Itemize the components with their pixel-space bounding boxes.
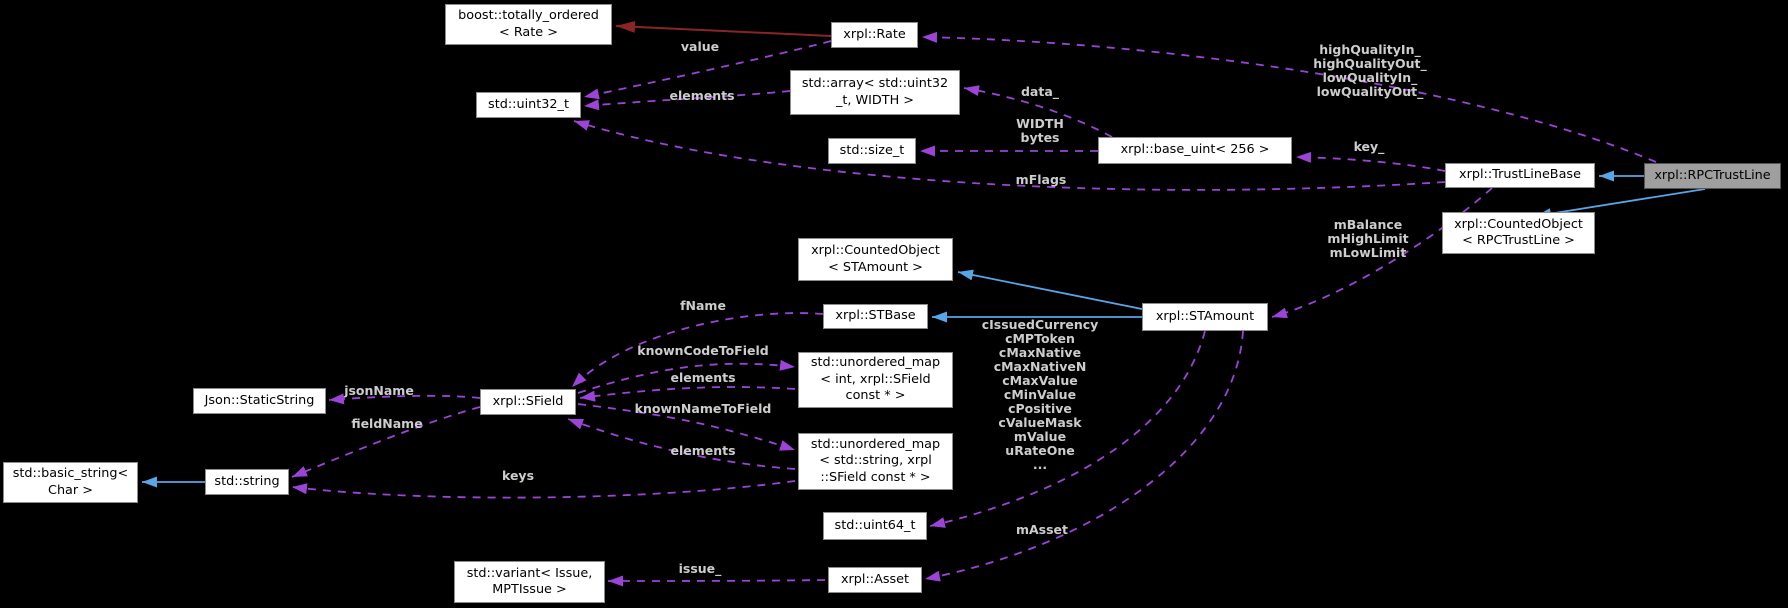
edge-elements-code-map [579, 386, 796, 402]
node-std-basic-string[interactable]: std::basic_string< Char > [3, 462, 138, 503]
node-xrpl-stbase[interactable]: xrpl::STBase [823, 304, 928, 329]
edge-label-fname: fName [680, 298, 726, 313]
node-boost-totally-ordered[interactable]: boost::totally_ordered < Rate > [445, 4, 612, 45]
node-xrpl-trustlinebase[interactable]: xrpl::TrustLineBase [1445, 163, 1595, 188]
edge-label-width-bytes: WIDTH bytes [1016, 116, 1064, 145]
edge-label-masset: mAsset [1015, 522, 1069, 537]
node-std-array[interactable]: std::array< std::uint32 _t, WIDTH > [790, 70, 960, 115]
edge-label-data: data_ [1020, 84, 1060, 99]
edge-label-mflags: mFlags [1015, 172, 1067, 187]
node-xrpl-rate[interactable]: xrpl::Rate [831, 22, 918, 48]
edge-stamount-constants [929, 330, 1206, 528]
edge-label-issue: issue_ [678, 561, 722, 576]
edge-known-code-to-field [577, 359, 796, 394]
edge-label-elements-code-map: elements [670, 370, 736, 385]
edge-keys [291, 480, 796, 499]
node-xrpl-sfield[interactable]: xrpl::SField [480, 389, 576, 415]
node-json-staticstring[interactable]: Json::StaticString [193, 388, 326, 414]
edge-label-elements-name-map: elements [670, 443, 736, 458]
node-xrpl-stamount[interactable]: xrpl::STAmount [1142, 303, 1268, 331]
edge-rate-to-totallyordered [615, 20, 832, 37]
edge-rpc-to-countedobject [1535, 188, 1706, 220]
edge-key [1295, 151, 1446, 172]
edge-fname [571, 312, 824, 388]
edge-high-low-quality [921, 31, 1657, 163]
node-unordered-map-int-sfield[interactable]: std::unordered_map < int, xrpl::SField c… [798, 352, 953, 408]
edge-label-elements-array: elements [669, 88, 735, 103]
edge-label-fieldname: fieldName [351, 416, 423, 431]
node-xrpl-rpctrustline[interactable]: xrpl::RPCTrustLine [1644, 163, 1781, 189]
edge-elements-array [583, 90, 791, 111]
edge-data [963, 85, 1113, 138]
edge-value [583, 40, 832, 100]
edge-elements-name-map [567, 418, 796, 470]
node-unordered-map-string-sfield[interactable]: std::unordered_map < std::string, xrpl :… [798, 433, 953, 490]
node-std-variant-issue-mptissue[interactable]: std::variant< Issue, MPTIssue > [454, 561, 605, 603]
edge-issue [607, 575, 826, 587]
edge-stamount-to-countedobject [957, 269, 1143, 310]
node-std-uint32-t[interactable]: std::uint32_t [476, 92, 581, 118]
edge-label-known-name-to-field: knownNameToField [634, 401, 772, 416]
edge-known-name-to-field [577, 403, 796, 451]
edge-label-stamount-constants: cIssuedCurrency cMPToken cMaxNative cMax… [981, 317, 1099, 472]
node-countedobject-rpctrustline[interactable]: xrpl::CountedObject < RPCTrustLine > [1442, 212, 1595, 254]
node-countedobject-stamount[interactable]: xrpl::CountedObject < STAmount > [798, 238, 953, 281]
edge-label-balance-limits: mBalance mHighLimit mLowLimit [1327, 217, 1409, 260]
node-xrpl-base-uint-256[interactable]: xrpl::base_uint< 256 > [1098, 137, 1292, 164]
node-std-size-t[interactable]: std::size_t [828, 138, 916, 164]
edge-label-high-low-quality: highQualityIn_ highQualityOut_ lowQualit… [1313, 42, 1427, 99]
edge-masset [924, 330, 1244, 582]
edge-balance-limits [1271, 187, 1493, 319]
edge-label-value: value [680, 39, 720, 54]
edge-label-jsonname: jsonName [344, 383, 414, 398]
edge-fieldname [291, 406, 481, 478]
edge-mflags [573, 120, 1446, 191]
node-std-uint64-t[interactable]: std::uint64_t [823, 512, 927, 540]
edge-label-key: key_ [1353, 139, 1385, 154]
node-std-string[interactable]: std::string [205, 469, 289, 495]
edge-label-known-code-to-field: knownCodeToField [637, 343, 769, 358]
node-xrpl-asset[interactable]: xrpl::Asset [828, 567, 922, 593]
edge-label-keys: keys [501, 468, 535, 483]
